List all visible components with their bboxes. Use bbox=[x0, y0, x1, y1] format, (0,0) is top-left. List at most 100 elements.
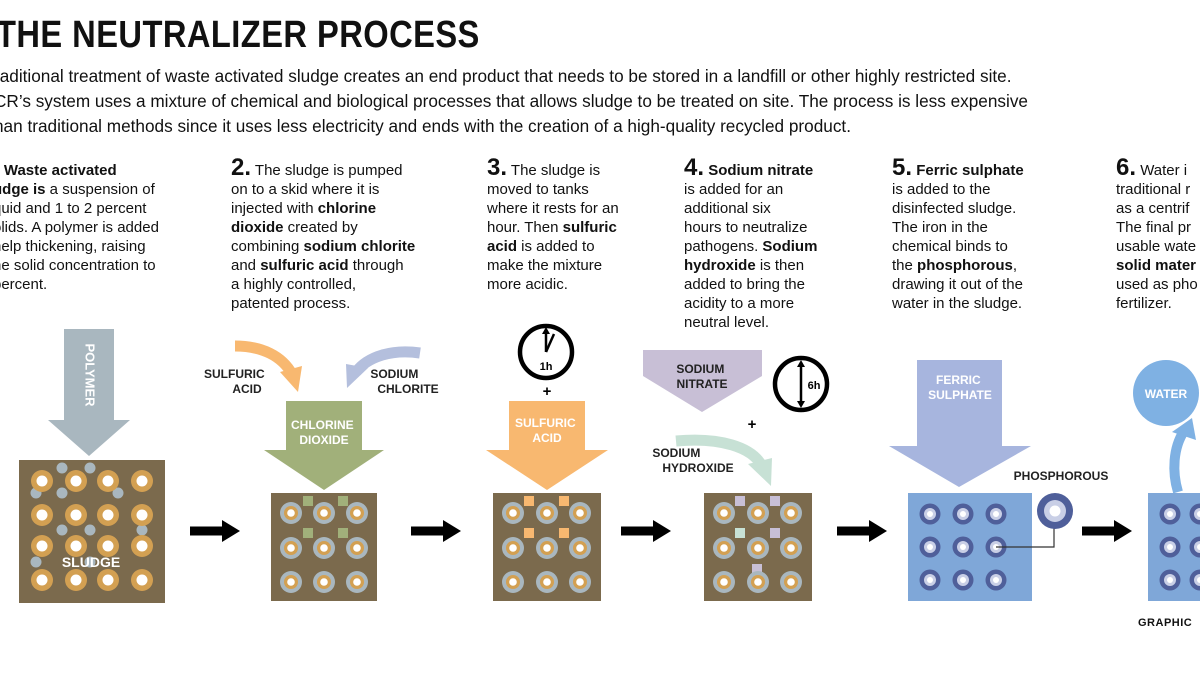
step-text-line: drawing it out of the bbox=[892, 275, 1024, 294]
water-output: WATER bbox=[1133, 360, 1199, 426]
polymer-label: POLYMER bbox=[83, 343, 98, 407]
svg-text:FERRIC SULPHATE: FERRIC SULPHATE bbox=[928, 373, 992, 402]
step-text: through bbox=[348, 257, 404, 274]
svg-text:SULFURIC ACID: SULFURIC ACID bbox=[515, 416, 579, 445]
step-text: hour. Then bbox=[487, 219, 563, 236]
step-text: on to a skid where it is bbox=[231, 181, 380, 198]
step-text-line: a highly controlled, bbox=[231, 275, 415, 294]
step-text-line: 2. The sludge is pumped bbox=[231, 156, 415, 180]
step-text-bold: phosphorous bbox=[917, 257, 1013, 274]
step-text-line: acidity to a more bbox=[684, 294, 817, 313]
flow-arrow bbox=[411, 520, 461, 542]
sodium-nitrate-label: NITRATE bbox=[676, 377, 727, 391]
step-text-line: make the mixture bbox=[487, 256, 619, 275]
step-text: percent. bbox=[0, 276, 48, 293]
step-text: The sludge is bbox=[510, 162, 601, 179]
flow-arrow bbox=[1082, 520, 1132, 542]
step-text: where it rests for an bbox=[487, 200, 619, 217]
step-text: traditional r bbox=[1116, 181, 1191, 198]
sodium-hydroxide-label-line: HYDROXIDE bbox=[662, 461, 733, 475]
chlorine-dioxide-label: CHLORINE bbox=[291, 418, 354, 432]
step-text-line: olids. A polymer is added bbox=[0, 218, 159, 237]
step-text-line: quid and 1 to 2 percent bbox=[0, 199, 159, 218]
step-text: a suspension of bbox=[45, 181, 155, 198]
sodium-nitrate-arrow: SODIUM NITRATE bbox=[643, 350, 762, 412]
step-text-line: combining sodium chlorite bbox=[231, 237, 415, 256]
step-text: Water i bbox=[1140, 162, 1188, 179]
step-text-line: used as pho bbox=[1116, 275, 1198, 294]
sodium-chlorite-label-line: CHLORITE bbox=[377, 382, 438, 396]
intro-line: raditional treatment of waste activated … bbox=[0, 66, 1012, 86]
step-text-line: help thickening, raising bbox=[0, 237, 159, 256]
step-text: combining bbox=[231, 238, 304, 255]
step-text-line: usable wate bbox=[1116, 237, 1198, 256]
step-text: hours to neutralize bbox=[684, 219, 808, 236]
polymer-arrow: POLYMER bbox=[48, 329, 130, 456]
step-text: is added to the bbox=[892, 181, 991, 198]
step-text-line: is added to the bbox=[892, 180, 1024, 199]
sulfuric-acid-arrow: SULFURIC ACID bbox=[486, 401, 608, 490]
water-curved-arrow bbox=[1169, 418, 1196, 494]
sulfuric-acid-label-line: SULFURIC bbox=[204, 367, 265, 381]
step-text-line: where it rests for an bbox=[487, 199, 619, 218]
step-text-bold: dioxide bbox=[231, 219, 284, 236]
sodium-hydroxide-label: SODIUM HYDROXIDE bbox=[652, 446, 733, 475]
sodium-chlorite-label: SODIUM CHLORITE bbox=[370, 367, 438, 396]
step-text-line: additional six bbox=[684, 199, 817, 218]
step-text-bold: sodium chlorite bbox=[303, 238, 416, 255]
step-text: he solid concentration to bbox=[0, 257, 156, 274]
step-text-line: 6. Water i bbox=[1116, 156, 1198, 180]
step-text: The final pr bbox=[1116, 219, 1192, 236]
step-text-line: The final pr bbox=[1116, 218, 1198, 237]
sludge-tank-1: SLUDGE bbox=[19, 460, 165, 603]
sodium-chlorite-curved-arrow bbox=[346, 346, 421, 388]
step-text-line: hour. Then sulfuric bbox=[487, 218, 619, 237]
svg-text:CHLORINE DIOXIDE: CHLORINE DIOXIDE bbox=[291, 418, 357, 447]
step-text: , bbox=[1012, 257, 1018, 274]
step-text-line: percent. bbox=[0, 275, 159, 294]
step-1-text: . Waste activatedudge is a suspension of… bbox=[0, 158, 159, 294]
step-text: a highly controlled, bbox=[231, 276, 357, 293]
step-text-line: solid mater bbox=[1116, 256, 1198, 275]
step-text: injected with bbox=[231, 200, 318, 217]
step-text-line: the phosphorous, bbox=[892, 256, 1024, 275]
intro-text: raditional treatment of waste activated … bbox=[0, 64, 1028, 139]
step-text-bold: hydroxide bbox=[684, 257, 756, 274]
flow-arrow bbox=[190, 520, 240, 542]
flow-arrow bbox=[837, 520, 887, 542]
sodium-chlorite-label-line: SODIUM bbox=[370, 367, 418, 381]
step-text-line: chemical binds to bbox=[892, 237, 1024, 256]
step-text: moved to tanks bbox=[487, 181, 589, 198]
sulfuric-acid-arrow-label: ACID bbox=[532, 431, 562, 445]
step-number: 4. bbox=[684, 154, 705, 181]
chlorine-dioxide-label: DIOXIDE bbox=[299, 433, 348, 447]
step-text: disinfected sludge. bbox=[892, 200, 1017, 217]
ferric-sulphate-label: SULPHATE bbox=[928, 388, 992, 402]
step-text-line: fertilizer. bbox=[1116, 294, 1198, 313]
plus-sign: + bbox=[543, 383, 552, 400]
sulfuric-acid-label-line: ACID bbox=[232, 382, 262, 396]
sulfuric-acid-arrow-label: SULFURIC bbox=[515, 416, 576, 430]
sulfuric-acid-curved-arrow bbox=[234, 340, 302, 392]
step-text: The sludge is pumped bbox=[254, 162, 403, 179]
step-number: 5. bbox=[892, 154, 913, 181]
step-text: usable wate bbox=[1116, 238, 1197, 255]
step-text-line: on to a skid where it is bbox=[231, 180, 415, 199]
flow-arrow bbox=[621, 520, 671, 542]
step-text: The iron in the bbox=[892, 219, 988, 236]
step-text: neutral level. bbox=[684, 314, 770, 331]
step-text-line: more acidic. bbox=[487, 275, 619, 294]
page-title: THE NEUTRALIZER PROCESS bbox=[0, 14, 480, 56]
step-text: water in the sludge. bbox=[892, 295, 1023, 312]
sludge-tank-4 bbox=[704, 493, 812, 601]
step-text: chemical binds to bbox=[892, 238, 1008, 255]
step-text-bold: Sodium bbox=[762, 238, 818, 255]
step-text-line: as a centrif bbox=[1116, 199, 1198, 218]
phosphorous-leader-line bbox=[996, 527, 1055, 548]
step-text-bold: Sodium nitrate bbox=[708, 162, 814, 179]
step-text-line: moved to tanks bbox=[487, 180, 619, 199]
step-text: is added for an bbox=[684, 181, 784, 198]
